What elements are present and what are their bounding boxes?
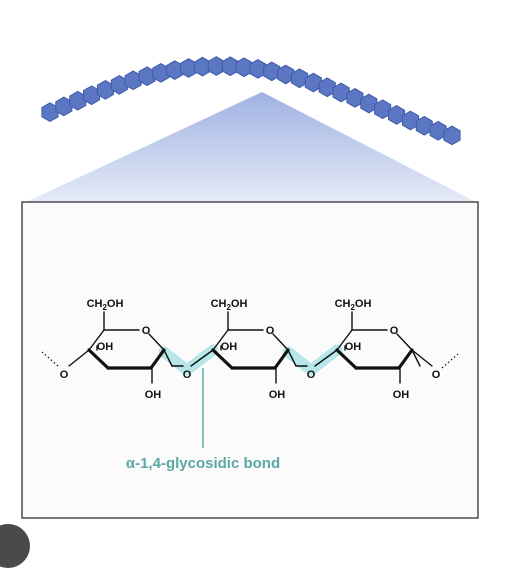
ch2oh-label: CH2OH (335, 298, 372, 312)
hydroxyl-label: OH (345, 341, 362, 353)
glucose-ring: O CH2OH OH OH O (335, 298, 459, 401)
amylose-diagram: O CH2OH OH OH O O CH2OH OH OH O O CH2OH OH OH O O α-1,4… (21, 56, 479, 519)
glucose-subunit (360, 93, 378, 114)
polysaccharide-chain (41, 56, 461, 146)
glucose-ring: O CH2OH OH OH O (211, 298, 338, 401)
hydroxyl-label: OH (221, 341, 238, 353)
glucose-subunit (429, 120, 447, 141)
glucose-subunit (415, 115, 433, 136)
glucose-subunit (249, 59, 267, 79)
ring-oxygen-label: O (142, 325, 151, 337)
glucose-rings: O CH2OH OH OH O O CH2OH OH OH O O CH2OH OH OH O O (41, 298, 459, 401)
glycosidic-bond (163, 349, 173, 367)
ring-oxygen-label: O (266, 325, 275, 337)
glycosidic-bond (411, 349, 421, 367)
hydroxyl-label: OH (269, 389, 286, 401)
glucose-subunit (374, 99, 392, 120)
ring-oxygen-label: O (390, 325, 399, 337)
ring-bond (212, 329, 229, 351)
bridge-oxygen-label: O (183, 369, 192, 381)
bond-label: α-1,4-glycosidic bond (126, 455, 280, 472)
left-terminus: O (41, 349, 90, 381)
glucose-subunit (401, 110, 419, 131)
glycosidic-bond (68, 349, 90, 367)
ring-bond (272, 333, 289, 351)
ring-bond-bold (211, 348, 234, 370)
glycosidic-bond (287, 349, 297, 367)
bridge-oxygen-label: O (307, 369, 316, 381)
glucose-subunit (332, 82, 350, 103)
glycosidic-bond (411, 349, 433, 367)
ring-bond (336, 329, 353, 351)
hydroxyl-label: OH (145, 389, 162, 401)
hydroxyl-label: OH (97, 341, 114, 353)
glucose-subunit (304, 72, 322, 93)
ring-bond-bold (397, 348, 414, 370)
ring-bond (396, 333, 413, 351)
ch2oh-label: CH2OH (87, 298, 124, 312)
glucose-subunit (443, 125, 461, 146)
ring-bond-bold (335, 348, 358, 370)
glycosidic-bond (190, 349, 214, 367)
glucose-ring: O CH2OH OH OH O (87, 298, 214, 401)
glucose-subunit (318, 77, 336, 98)
ring-bond-bold (149, 348, 166, 370)
ring-bond-bold (273, 348, 290, 370)
glucose-subunit (277, 64, 295, 85)
glucose-subunit (291, 68, 309, 89)
terminal-oxygen-label: O (432, 369, 441, 381)
terminal-oxygen-label: O (60, 369, 69, 381)
hydroxyl-label: OH (393, 389, 410, 401)
glucose-subunit (263, 61, 281, 82)
ring-bond-bold (87, 348, 110, 370)
glucose-subunit (388, 105, 406, 125)
zoom-projection (24, 92, 478, 203)
ring-bond (88, 329, 105, 351)
glucose-subunit (346, 88, 364, 108)
ch2oh-label: CH2OH (211, 298, 248, 312)
glycosidic-bond (314, 349, 338, 367)
ring-bond (148, 333, 165, 351)
